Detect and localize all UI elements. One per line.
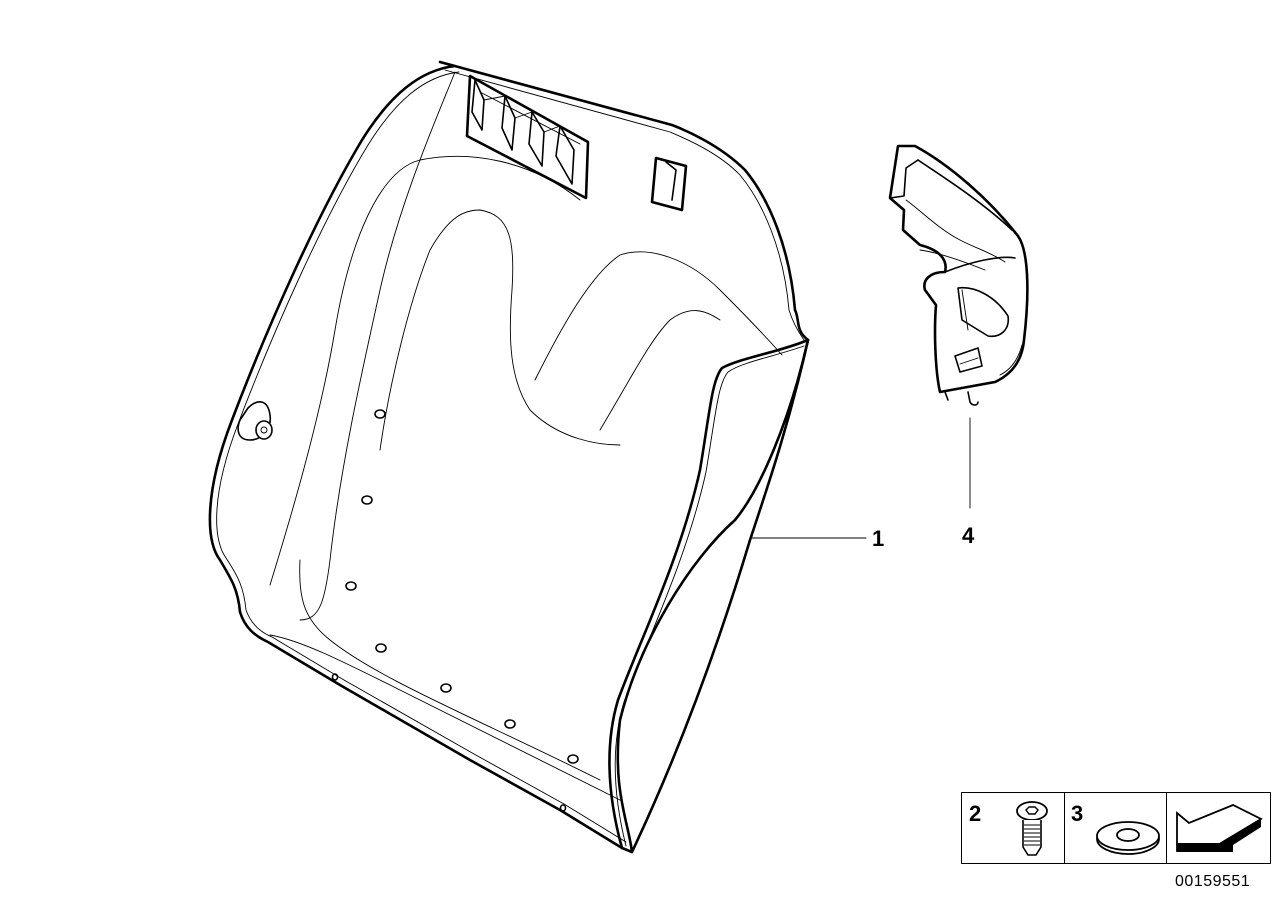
clip-block <box>465 74 590 200</box>
legend-cell-screw[interactable]: 2 <box>962 793 1064 863</box>
diagram-number: 00159551 <box>1175 873 1251 890</box>
screw-icon <box>1016 801 1048 856</box>
right-clip <box>650 156 688 212</box>
side-trim-bracket[interactable] <box>888 144 1029 406</box>
backrest-rear-panel[interactable] <box>208 60 810 854</box>
legend-cell-washer[interactable]: 3 <box>1064 793 1166 863</box>
callout-1[interactable]: 1 <box>872 526 885 551</box>
push-pin <box>237 401 273 441</box>
mounting-holes <box>331 409 579 812</box>
callout-4[interactable]: 4 <box>962 523 975 548</box>
arrow-icon <box>1176 804 1263 852</box>
washer-icon <box>1096 821 1160 855</box>
legend-number-2: 2 <box>969 801 982 826</box>
legend-number-3: 3 <box>1071 801 1084 826</box>
legend-cell-arrow[interactable] <box>1166 793 1270 863</box>
parts-legend: 2 3 <box>961 792 1271 864</box>
